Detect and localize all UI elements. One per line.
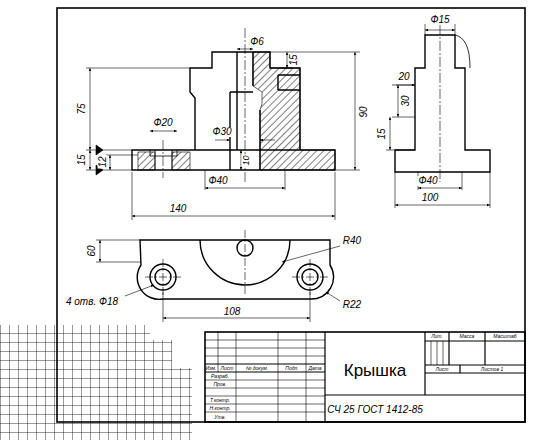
dimension-value: Ф15 xyxy=(429,15,450,25)
side-dimensions-stroke xyxy=(390,117,391,150)
dimension-value: 75 xyxy=(77,102,87,115)
sheet-frame-stroke xyxy=(57,8,525,422)
title-block-caption: Разраб. xyxy=(210,374,230,379)
dimension-value: 60 xyxy=(87,244,97,257)
dimension-value: 20 xyxy=(397,72,410,82)
plan-dimensions-stroke xyxy=(163,318,310,319)
plan-view-stroke xyxy=(137,240,333,299)
plan-dimensions-stroke xyxy=(100,240,101,262)
title-block-caption: Листов 1 xyxy=(480,367,504,372)
dimension-value: Ф30 xyxy=(211,127,232,137)
dimension-lines-stroke xyxy=(215,140,230,141)
front-view-stroke xyxy=(138,152,155,170)
title-block-caption: № докум. xyxy=(245,366,269,371)
front-view-stroke xyxy=(163,28,245,182)
side-view xyxy=(395,25,490,182)
dimension-lines xyxy=(86,49,360,220)
dimension-value: 4 отв. Ф18 xyxy=(65,297,119,307)
plan-dimensions xyxy=(96,240,340,322)
title-block-caption: Масштаб xyxy=(492,334,517,339)
dimension-lines-stroke xyxy=(355,52,356,170)
side-dimensions-stroke xyxy=(386,24,490,208)
dimension-lines-stroke xyxy=(132,216,335,217)
side-view-stroke xyxy=(395,35,490,172)
title-block-caption: Лит. xyxy=(430,334,444,339)
sheet-frame xyxy=(57,8,525,422)
dimension-lines-stroke xyxy=(132,170,335,220)
dimension-lines-stroke xyxy=(110,155,111,170)
front-view-stroke xyxy=(172,152,190,170)
side-dimensions-stroke xyxy=(425,30,455,31)
front-view-stroke xyxy=(150,150,177,170)
title-block-caption: Н.контр. xyxy=(208,406,231,411)
title-block-caption: Изм. xyxy=(205,366,218,371)
title-block-caption: Лист xyxy=(435,367,450,372)
plan-dimensions-stroke xyxy=(125,285,154,296)
title-block-caption: Пров. xyxy=(212,382,227,387)
title-block-caption: Подп. xyxy=(284,366,299,371)
side-view-stroke xyxy=(455,35,470,68)
dimension-value: 90 xyxy=(359,105,369,118)
title-block-caption: Лист xyxy=(220,366,235,371)
side-dimensions xyxy=(386,24,490,208)
material-spec: СЧ 25 ГОСТ 1412-85 xyxy=(326,405,424,415)
front-view xyxy=(132,28,335,182)
dimension-value: 30 xyxy=(401,94,411,107)
plan-view xyxy=(137,230,333,299)
dimension-lines-stroke xyxy=(260,140,275,141)
title-block xyxy=(205,332,525,422)
title-block-caption: Масса xyxy=(459,334,476,339)
dimension-lines-stroke xyxy=(150,131,177,132)
title-block-stroke xyxy=(205,332,525,422)
dimension-value: Ф40 xyxy=(207,176,228,186)
dimension-lines-stroke xyxy=(205,188,285,189)
dimension-value: Ф6 xyxy=(249,37,265,47)
title-block-stroke xyxy=(205,332,443,422)
title-block-caption: Т.контр. xyxy=(209,398,231,403)
dimension-value: Ф20 xyxy=(152,118,173,128)
dimension-lines-stroke xyxy=(90,150,91,170)
side-dimensions-stroke xyxy=(395,205,490,206)
dimension-value: Ф40 xyxy=(417,176,438,186)
dimension-lines-stroke xyxy=(86,52,360,170)
dimension-value: 10 xyxy=(241,154,250,166)
dimension-value: 100 xyxy=(421,193,440,203)
title-block-caption: Утв. xyxy=(213,415,226,420)
side-dimensions-stroke xyxy=(398,85,399,117)
plan-dimensions-stroke xyxy=(326,292,340,301)
plan-dimensions-stroke xyxy=(282,246,340,262)
plan-dimensions-stroke xyxy=(96,240,310,322)
dimension-lines-stroke xyxy=(90,68,91,150)
dimension-value: 15 xyxy=(77,153,87,166)
side-view-stroke xyxy=(440,25,441,182)
dimension-lines-stroke xyxy=(237,49,253,50)
front-view-stroke xyxy=(132,150,335,170)
title-block-caption: Дата xyxy=(307,366,322,371)
dimension-value: 15 xyxy=(289,53,299,66)
front-view-stroke xyxy=(253,52,335,170)
dimension-lines-stroke xyxy=(287,52,288,68)
dimension-value: R40 xyxy=(342,236,362,246)
side-dimensions-stroke xyxy=(418,188,462,189)
dimension-value: R22 xyxy=(342,300,362,310)
front-view-stroke xyxy=(230,52,300,170)
dimension-value: 12 xyxy=(98,155,108,168)
title-block-stroke xyxy=(205,332,525,422)
plan-view-stroke xyxy=(145,230,328,295)
dimension-value: 108 xyxy=(223,307,242,317)
dimension-value: 15 xyxy=(377,127,387,140)
dimension-value: 140 xyxy=(169,204,188,214)
side-dimensions-stroke xyxy=(396,85,415,86)
part-name: Крышка xyxy=(343,362,407,379)
